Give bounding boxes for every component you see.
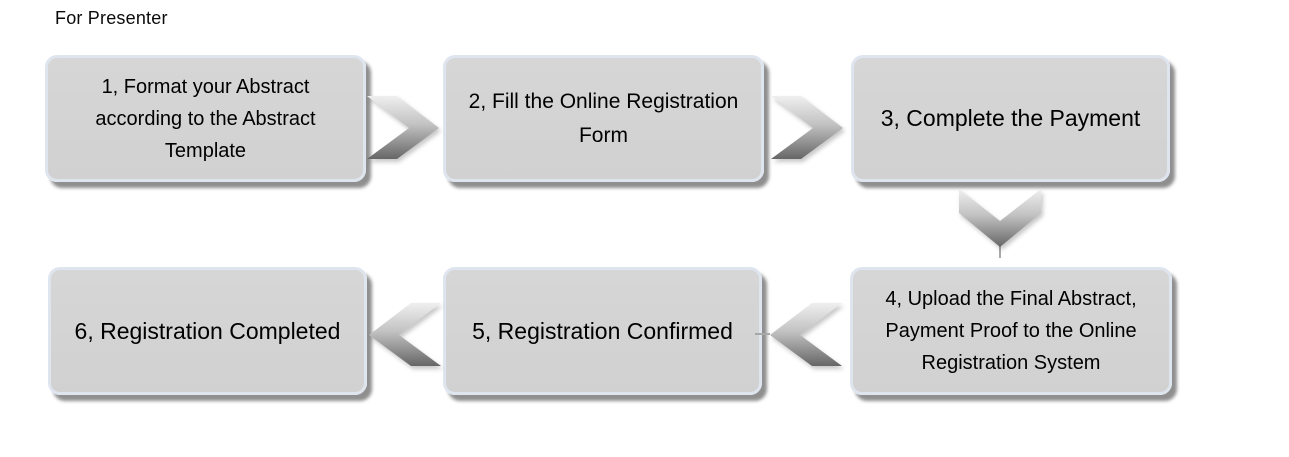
chevron-left-icon [368, 302, 442, 367]
page-title: For Presenter [55, 8, 168, 28]
arrow-tail-line [999, 246, 1001, 258]
chevron-right-icon [366, 95, 440, 160]
chevron-down-icon [958, 188, 1042, 248]
step-2-label: 2, Fill the Online Registration Form [468, 89, 739, 147]
step-3-label: 3, Complete the Payment [880, 105, 1141, 132]
step-1-label: 1, Format your Abstract according to the… [95, 75, 316, 162]
step-6-box: 6, Registration Completed [48, 267, 367, 395]
arrow-tail-line [755, 333, 770, 335]
step-1-box: 1, Format your Abstract according to the… [45, 55, 366, 182]
step-4-box: 4, Upload the Final Abstract, Payment Pr… [850, 267, 1172, 395]
step-4-label: 4, Upload the Final Abstract, Payment Pr… [885, 288, 1137, 374]
step-3-box: 3, Complete the Payment [851, 55, 1170, 182]
chevron-right-icon [770, 95, 844, 160]
step-6-label: 6, Registration Completed [74, 317, 341, 344]
step-2-box: 2, Fill the Online Registration Form [443, 55, 764, 182]
step-5-box: 5, Registration Confirmed [443, 267, 762, 395]
chevron-left-icon [769, 302, 843, 367]
step-5-label: 5, Registration Confirmed [472, 317, 733, 344]
